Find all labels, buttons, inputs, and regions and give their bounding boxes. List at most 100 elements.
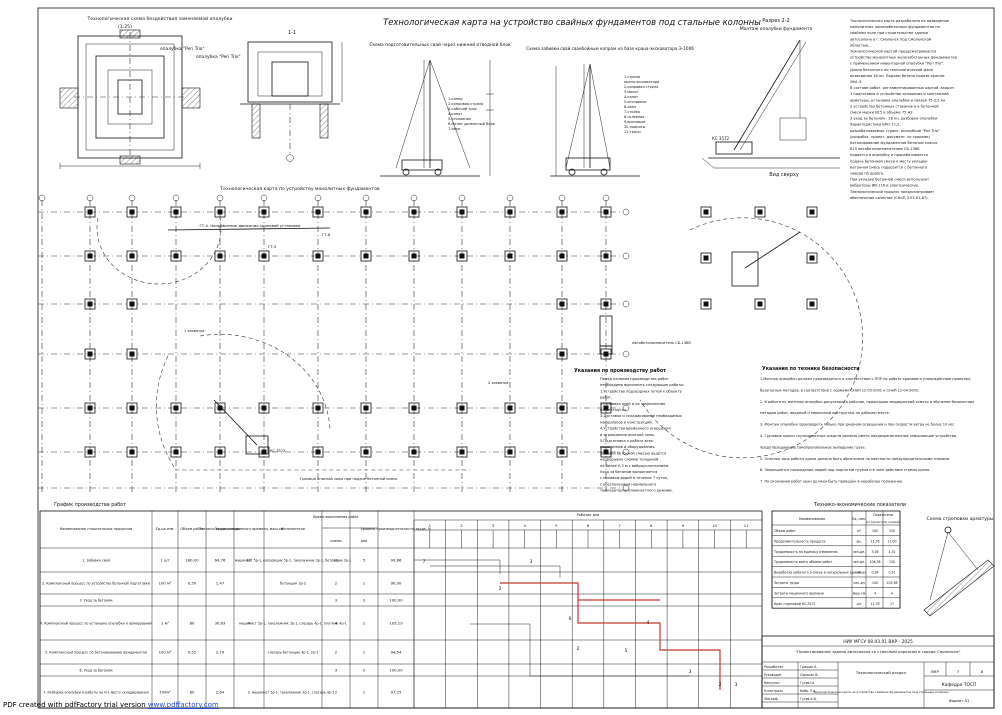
pile-cap-footing <box>408 250 420 262</box>
stamp-sheet-name: Технологическая карта на устройство свай… <box>812 690 949 694</box>
day-number: 10 <box>712 523 717 528</box>
tep-cell-project: 4 <box>874 591 876 595</box>
tep-cell-norm: 102,98 <box>886 581 897 585</box>
pdf-footer-note: PDF created with pdfFactory trial versio… <box>3 701 219 709</box>
pile-cap-footing <box>170 250 182 262</box>
cell-labor: 2,64 <box>216 690 225 695</box>
safety-line: безопасных методов, в соответствии с нор… <box>760 388 919 392</box>
driver-legend-item: 5.оголовник <box>624 100 647 104</box>
formwork-plan-scale: (1:25) <box>118 24 132 30</box>
note-line: устройство монолитных железобетонных фун… <box>850 56 957 60</box>
tep-header: по проекту <box>866 520 884 524</box>
day-number: 3 <box>492 523 495 528</box>
tep-cell-project: 3,26 <box>871 550 878 554</box>
plan-zone1-label: 1 захватка <box>184 329 204 333</box>
safety-section: Указания по технике безопасности 1.Монта… <box>760 365 974 484</box>
pile-cap-footing <box>312 250 324 262</box>
pile-cap-footing <box>600 402 612 414</box>
tep-cell-norm: 150 <box>889 560 895 564</box>
cell-shifts: 3 <box>335 668 338 673</box>
pile-cap-footing <box>214 402 226 414</box>
plan-truck-label: Автобетоносмеситель СБ-136Б <box>632 341 691 345</box>
pile-driver-title: Схема забивки свай сваебойным копром на … <box>526 46 694 51</box>
bar-label: 3 <box>530 559 533 565</box>
cell-perf: 100,00 <box>389 668 403 673</box>
tep-cell-norm: 4 <box>891 591 893 595</box>
pile-cap-footing <box>84 348 96 360</box>
sheet-title: Технологическая карта на устройство свай… <box>383 17 761 27</box>
cell-days: 1 <box>363 690 366 695</box>
grid-axis-marker <box>128 194 136 202</box>
pile-cap-footing <box>754 206 766 218</box>
day-number: 5 <box>555 523 558 528</box>
instruction-line: 5.Подготовка к работе всех <box>600 439 654 443</box>
column-subheader: дни <box>361 539 368 543</box>
pile-cap-footing <box>556 402 568 414</box>
pile-cap-footing <box>806 252 818 264</box>
safety-line: 2. К работе по монтажу опалубки допускаю… <box>760 400 974 404</box>
pile-cap-footing <box>504 206 516 218</box>
pdf-footer-prefix: PDF created with pdfFactory trial versio… <box>3 701 148 709</box>
tep-cell-unit: маш-см <box>853 591 866 595</box>
pdf-footer-link[interactable]: www.pdffactory.com <box>147 701 219 709</box>
cell-vol: 80 <box>190 621 195 626</box>
pile-legend-item: 3.рабочий трос <box>448 107 477 111</box>
note-line: смеси марки В15 в объёме 75 м3 <box>850 111 913 115</box>
tep-cell-unit: шт <box>857 602 862 606</box>
pile-cap-footing <box>360 206 372 218</box>
note-line: с применением инвентарной опалубки "Peri… <box>850 62 944 66</box>
instruction-line: Перед началом производства работ <box>600 377 669 381</box>
formwork-plan-title: Технологическая схема бездействия заменя… <box>87 15 233 22</box>
formwork-label-b: опалубка "Peri Trio" <box>196 53 241 60</box>
cell-workers: машинист 5р-1, такелажник 3р-1, слесарь … <box>252 691 335 695</box>
day-number: 7 <box>618 523 621 528</box>
pile-cap-footing <box>806 206 818 218</box>
instruction-line: непрерывно слоями толщиной <box>600 458 659 462</box>
plan-danger-label: Граница опасной зоны при подаче бетонной… <box>300 477 398 481</box>
day-number: 4 <box>524 523 527 528</box>
pile-legend-item: 2.копровая стрела <box>448 102 483 106</box>
cell-workers: бетонщик 3р-2 <box>280 582 306 586</box>
cell-days: 2 <box>363 621 366 626</box>
driver-legend-item: 3.молот <box>624 90 639 94</box>
grid-axis-marker <box>622 404 630 412</box>
top-view-crane-icon <box>731 251 759 287</box>
pile-cap-footing <box>360 402 372 414</box>
note-line: арматуры, установка опалубки и связей 75… <box>850 98 946 102</box>
tep-cell-norm: 4,32 <box>888 550 895 554</box>
instruction-line: на местности. <box>600 408 627 412</box>
instructions-title: Указания по производству работ <box>574 367 666 374</box>
pile-cap-footing <box>806 298 818 310</box>
tep-cell-project: 100 <box>872 581 878 585</box>
instruction-line: 3.Доставка и складирование необходимых <box>600 414 683 418</box>
tep-cell-name: Кран стреловой КС-3572 <box>774 602 816 606</box>
cell-unit: 1 м² <box>161 621 169 626</box>
stamp-role: Разработал <box>764 665 783 669</box>
tep-cell-project: 0,94 <box>871 571 878 575</box>
grid-axis-marker <box>260 194 268 202</box>
column-subheader: смены <box>330 539 342 543</box>
safety-line: 4. Грузовые крюки грузозахватных средств… <box>760 434 957 438</box>
crane-model-label: КС 3572 <box>712 136 730 141</box>
pile-legend-item: 6.молот дизельный блок <box>448 122 496 126</box>
pile-cap-footing <box>556 206 568 218</box>
note-line: 1 подготовка и устройство основания и мо… <box>850 92 949 96</box>
stamp-department: Кафедра ТОСП <box>942 682 977 688</box>
safety-line: методам работ, вводный и первичный инстр… <box>760 411 890 415</box>
safety-line: 6. Запрещается нахождение людей под подн… <box>760 468 930 472</box>
day-number: 1 <box>429 523 432 528</box>
note-line: При укладке бетонной смеси используют <box>850 178 929 182</box>
cell-days: 3 <box>363 668 366 673</box>
grid-axis-marker <box>622 300 630 308</box>
general-notes: Технологическая карта разработана на воз… <box>849 19 957 200</box>
driver-legend: 1.стрела крана-экскаватора 2.копровая ст… <box>624 75 659 134</box>
note-line: Характеристики БМ1-11,2, <box>850 123 901 127</box>
grid-axis-marker <box>362 194 370 202</box>
cell-name: 5. Комплексный процесс по бетонированию … <box>45 651 147 655</box>
grid-axis-marker <box>622 350 630 358</box>
tep-cell-name: Трудоемкость на единицу измерения <box>773 550 838 554</box>
tep-cell-name: Выработка рабочего в смену в натуральных… <box>774 571 866 575</box>
